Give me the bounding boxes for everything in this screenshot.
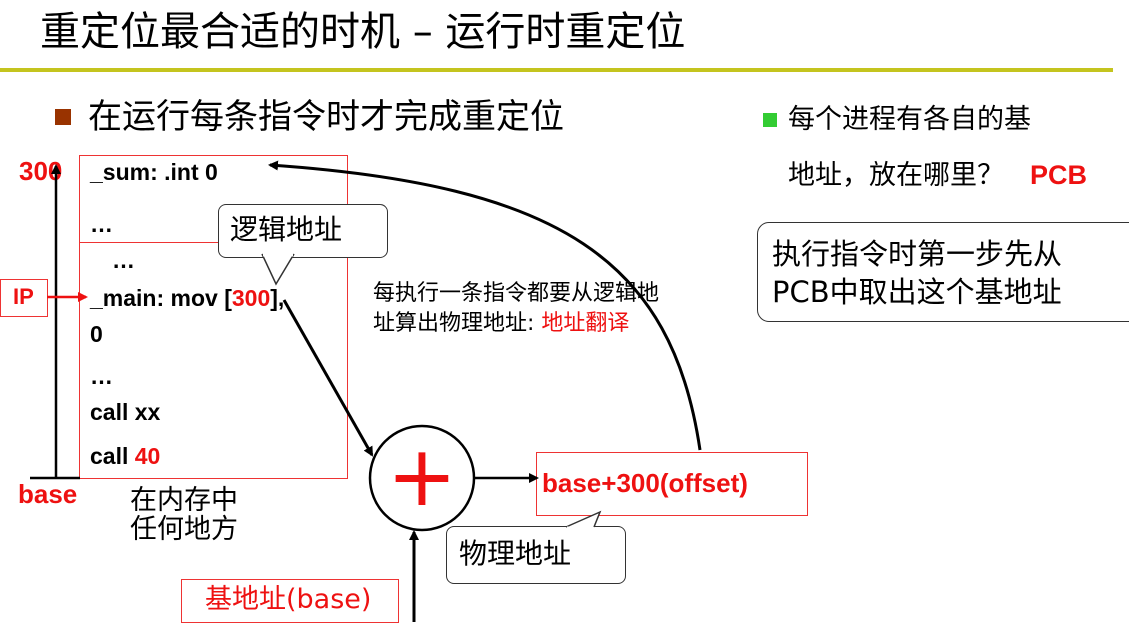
code-line-zero: 0 <box>90 321 103 347</box>
memory-block <box>79 155 348 479</box>
main-bullet-text: 在运行每条指令时才完成重定位 <box>88 97 564 137</box>
code-line-main: _main: mov [300], <box>90 284 284 312</box>
base-register-box <box>181 579 399 623</box>
code-line-sum: _sum: .int 0 <box>90 159 218 185</box>
code-line-dots: … <box>90 211 113 237</box>
code-line-dots: … <box>90 363 113 389</box>
side-bullet-line1: 每个进程有各自的基 <box>788 104 1031 135</box>
physical-address-label: 物理地址 <box>459 537 572 570</box>
relocation-curve-arrow <box>268 160 702 451</box>
side-bullet-answer: PCB <box>1030 160 1088 190</box>
base-register-label: 基地址(base) <box>205 584 372 615</box>
physical-callout-tail <box>565 510 602 528</box>
translation-text-line2: 址算出物理地址: 地址翻译 <box>373 310 629 338</box>
memory-location-note-line2: 任何地方 <box>130 514 238 545</box>
bullet-square-icon <box>763 113 777 127</box>
code-main-address: 300 <box>231 285 271 311</box>
ip-label: IP <box>13 284 34 309</box>
code-main-suffix: ], <box>270 285 285 311</box>
logical-address-label: 逻辑地址 <box>230 213 343 246</box>
base-label: base <box>18 479 78 509</box>
code-line-call2: call 40 <box>90 442 160 470</box>
physical-address-value: base+300(offset) <box>542 468 748 498</box>
note-line1: 执行指令时第一步先从 <box>772 237 1063 271</box>
bullet-square-icon <box>55 109 71 125</box>
adder-plus-icon: + <box>387 427 457 525</box>
logical-address-callout <box>218 204 388 258</box>
note-box <box>757 222 1129 322</box>
code-main-prefix: _main: mov [ <box>90 285 232 311</box>
side-bullet-line2: 地址，放在哪里？ PCB <box>788 155 1087 196</box>
memory-divider <box>79 242 346 243</box>
note-line2: PCB中取出这个基地址 <box>772 275 1062 309</box>
logical-callout-tail <box>261 253 295 286</box>
side-bullet-question: 地址，放在哪里？ <box>788 160 1004 191</box>
translation-text-prefix: 址算出物理地址: <box>373 311 542 336</box>
title-divider <box>0 68 1113 72</box>
code-call2-value: 40 <box>134 443 161 469</box>
page-title: 重定位最合适的时机 – 运行时重定位 <box>40 9 686 55</box>
physical-address-box <box>536 452 808 516</box>
memory-location-note-line1: 在内存中 <box>130 485 238 516</box>
physical-address-callout <box>446 526 626 584</box>
offset-arrow <box>282 299 374 457</box>
code-line-call1: call xx <box>90 399 161 425</box>
code-call2-prefix: call <box>90 443 135 469</box>
translation-highlight: 地址翻译 <box>541 311 630 336</box>
code-line-dots: … <box>112 247 135 273</box>
adder-circle <box>368 424 476 532</box>
translation-text-line1: 每执行一条指令都要从逻辑地 <box>373 281 660 306</box>
